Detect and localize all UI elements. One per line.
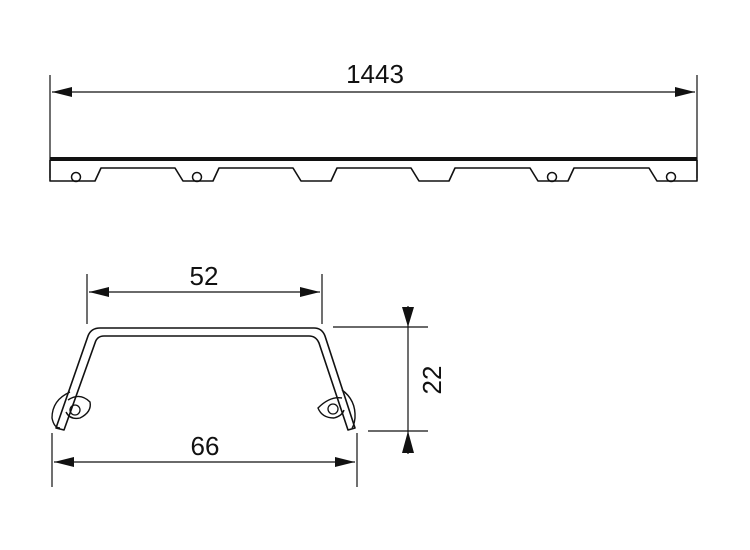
mounting-hole bbox=[191, 171, 203, 183]
clip-left-hole bbox=[69, 404, 81, 416]
arrow-up bbox=[402, 431, 414, 453]
outer-width-label: 66 bbox=[191, 431, 220, 461]
height-label: 22 bbox=[417, 366, 447, 395]
clip-right bbox=[341, 389, 356, 429]
clip-right-eye bbox=[317, 397, 345, 419]
inner-width-label: 52 bbox=[190, 261, 219, 291]
length-label: 1443 bbox=[346, 59, 404, 89]
bar-profile bbox=[49, 160, 698, 182]
clip-right-hole bbox=[327, 403, 339, 415]
mounting-hole bbox=[546, 171, 558, 183]
arrow-down bbox=[402, 307, 414, 327]
mounting-hole bbox=[665, 171, 677, 183]
section-view bbox=[51, 274, 428, 487]
clip-left bbox=[51, 391, 71, 429]
clip-left-eye bbox=[65, 395, 91, 420]
top-view bbox=[49, 75, 698, 183]
mounting-hole bbox=[70, 171, 82, 183]
profile-outer bbox=[55, 327, 356, 431]
